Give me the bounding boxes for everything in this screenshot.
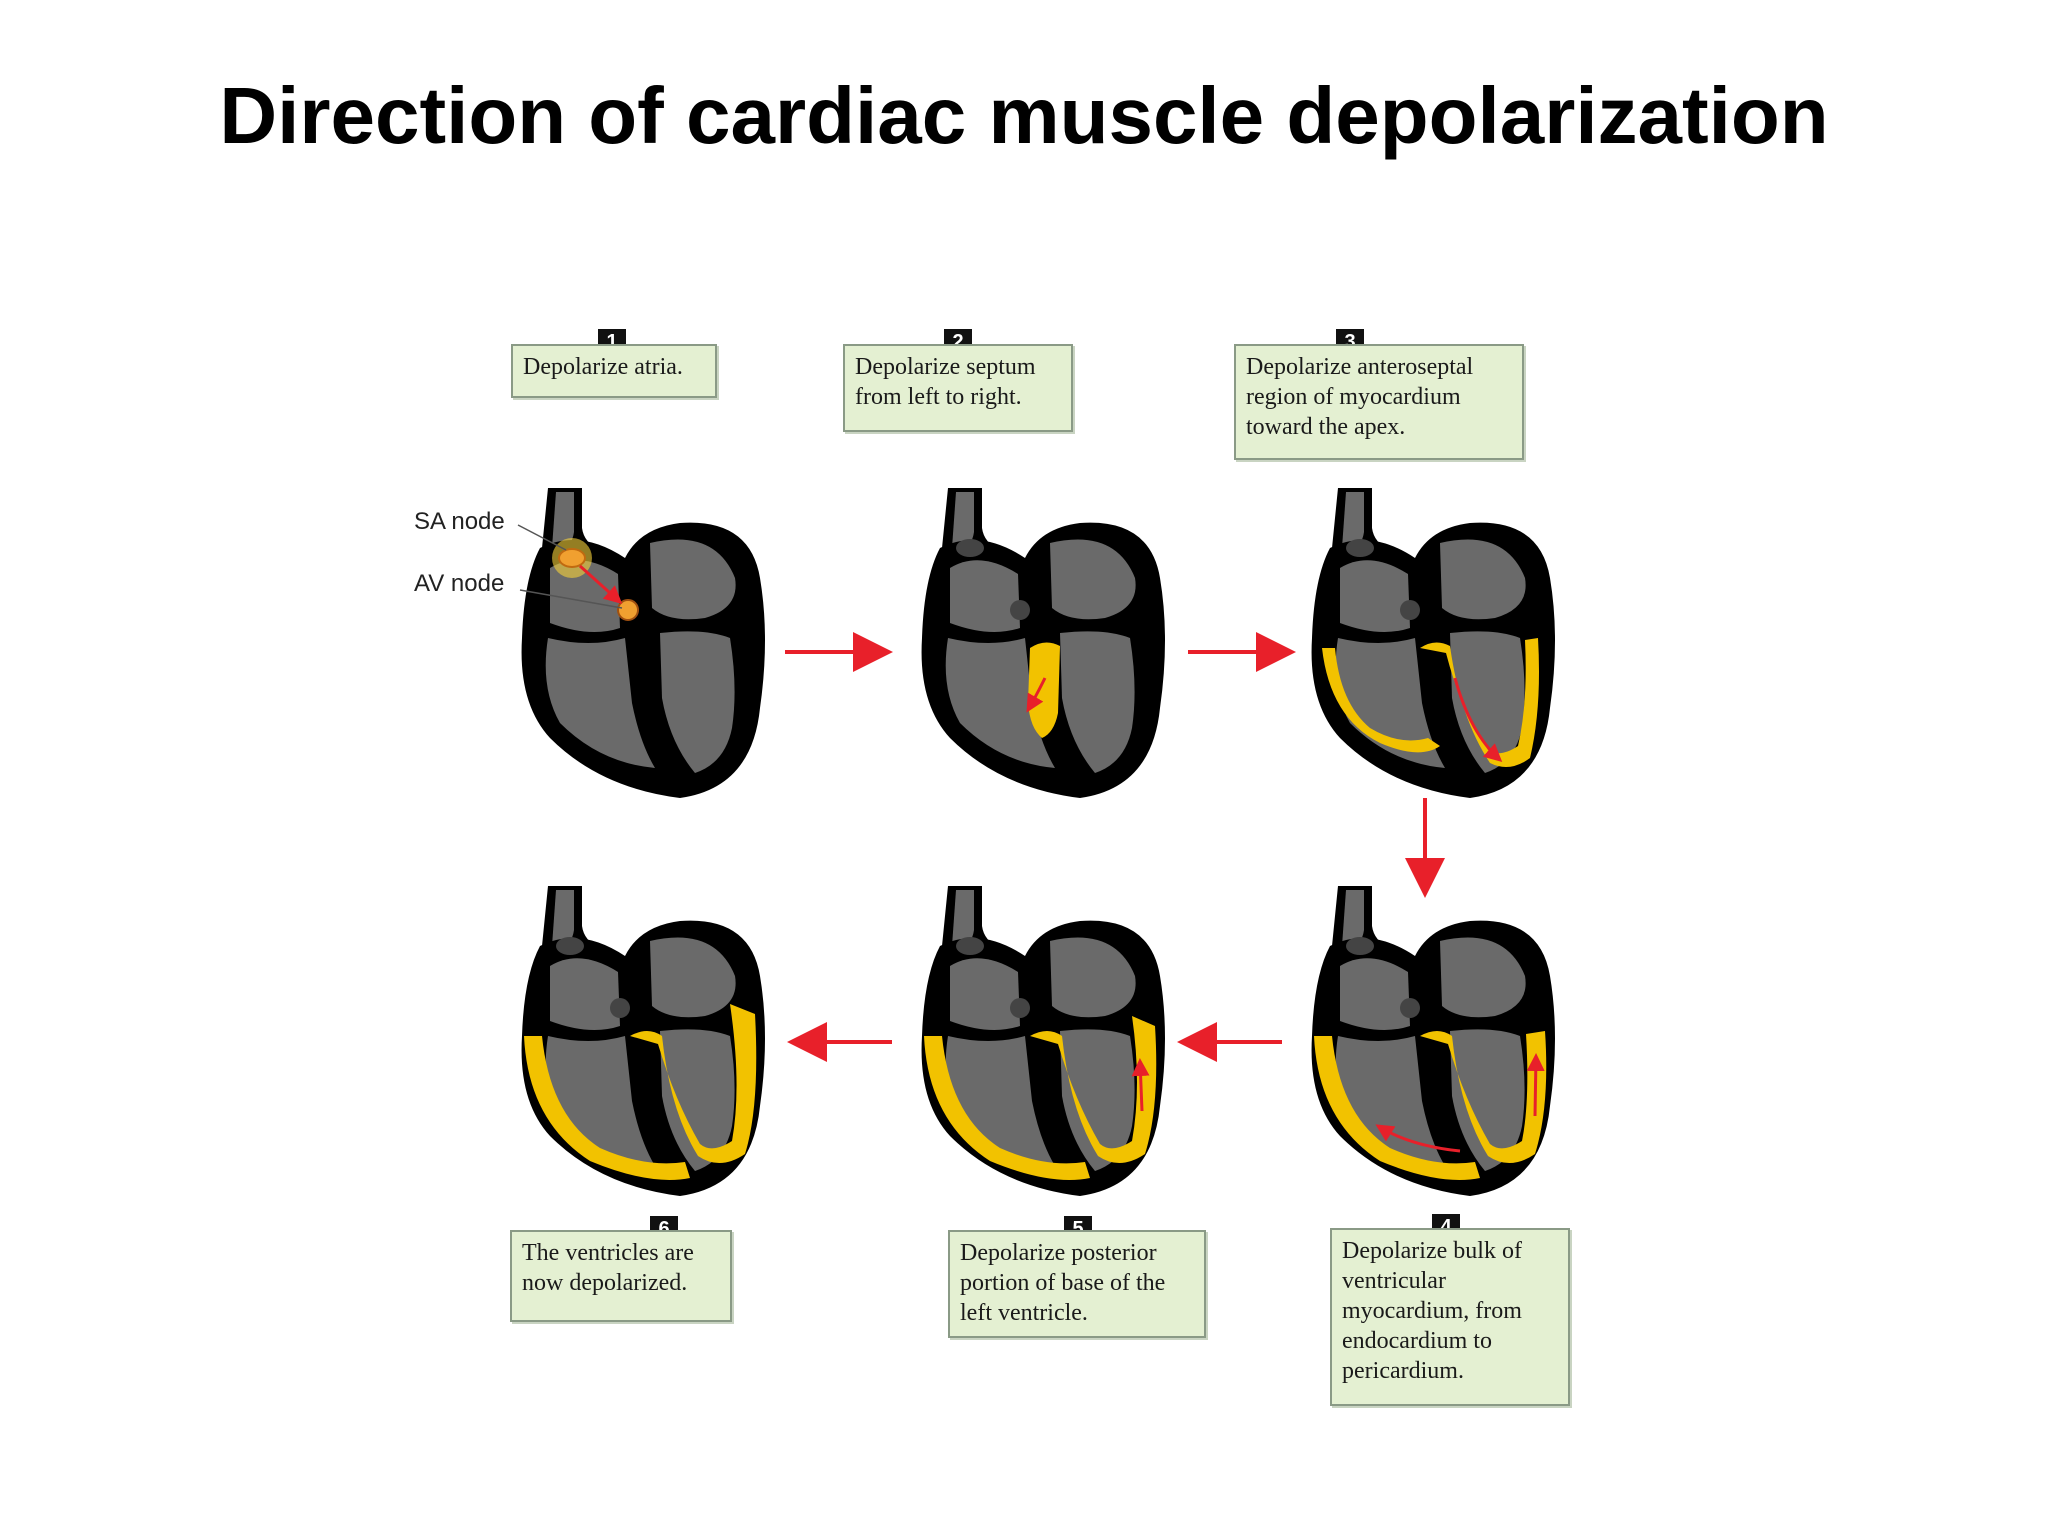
heart-step-1 [521, 488, 765, 798]
av-node-icon [617, 599, 639, 621]
heart-step-5 [921, 886, 1165, 1196]
step-box-4: Depolarize bulk of ventricular myocardiu… [1330, 1228, 1570, 1406]
page-title: Direction of cardiac muscle depolarizati… [219, 71, 1829, 160]
step-text-6: The ventricles are now depolarized. [522, 1240, 694, 1296]
step-box-3: Depolarize anteroseptal region of myocar… [1234, 344, 1524, 460]
heart-step-2 [921, 488, 1165, 798]
step-text-3: Depolarize anteroseptal region of myocar… [1246, 354, 1474, 440]
heart-step-3 [1311, 488, 1555, 798]
step-text-4: Depolarize bulk of ventricular myocardiu… [1342, 1238, 1522, 1384]
step-box-6: The ventricles are now depolarized. [510, 1230, 732, 1322]
heart-step-4 [1311, 886, 1555, 1196]
av-node-label: AV node [414, 570, 505, 597]
heart-step-6 [521, 886, 765, 1196]
step-box-2: Depolarize septum from left to right. [843, 344, 1073, 432]
step-box-1: Depolarize atria. [511, 344, 717, 398]
step-text-2: Depolarize septum from left to right. [855, 354, 1036, 410]
step-box-5: Depolarize posterior portion of base of … [948, 1230, 1206, 1338]
step-text-1: Depolarize atria. [523, 354, 683, 380]
sa-node-label: SA node [414, 508, 505, 535]
step-text-5: Depolarize posterior portion of base of … [960, 1240, 1166, 1326]
